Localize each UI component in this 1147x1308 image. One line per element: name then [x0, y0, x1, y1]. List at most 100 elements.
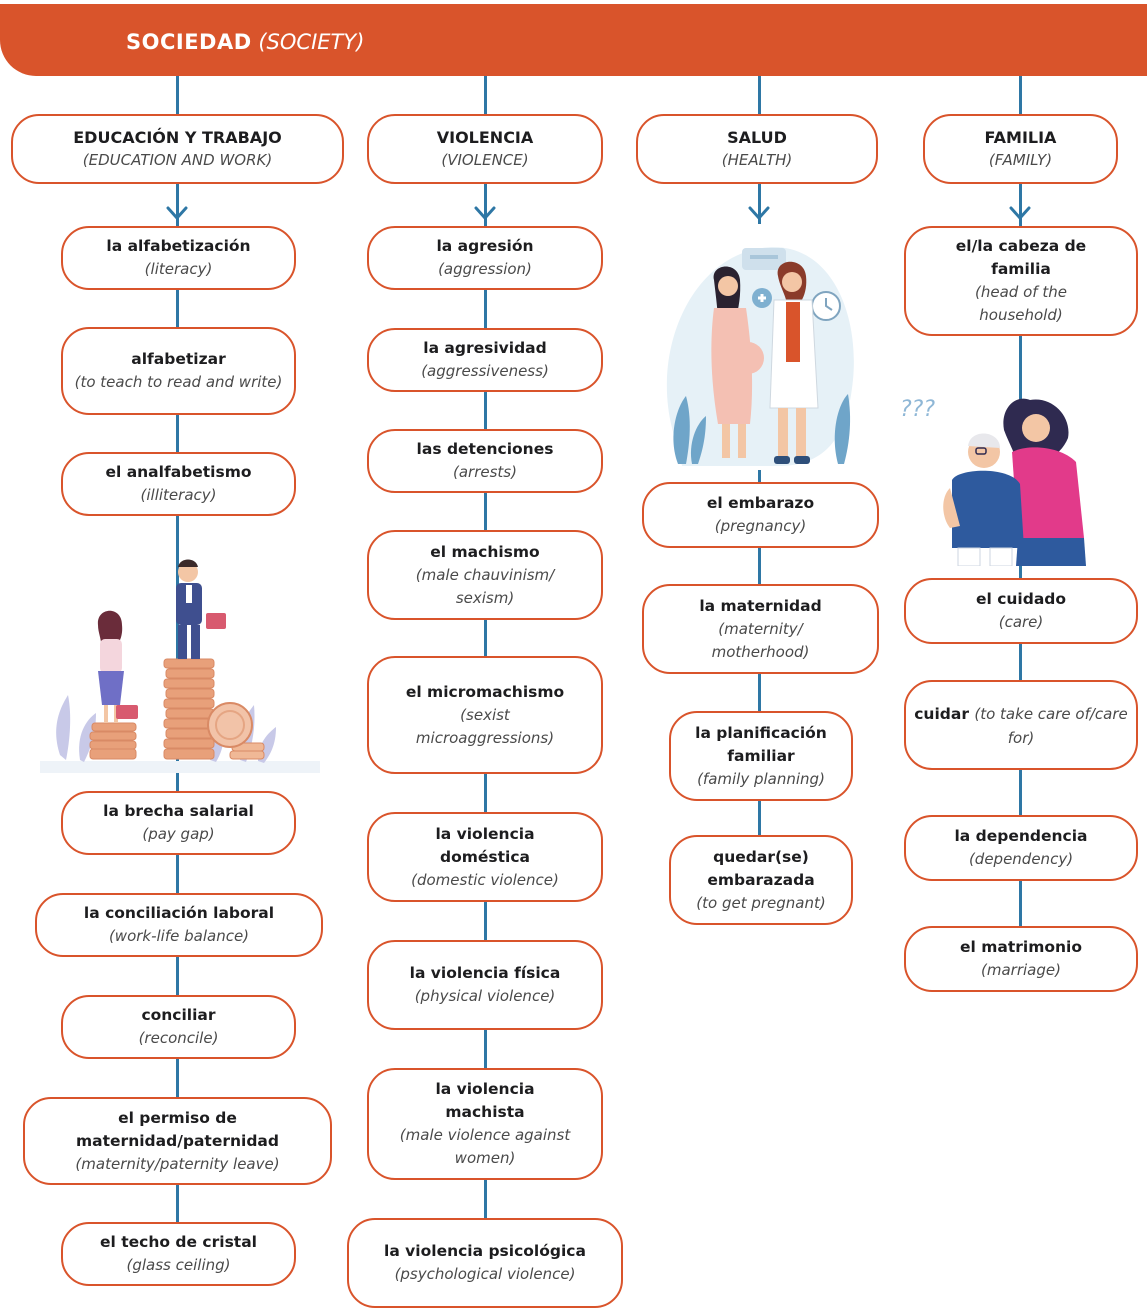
- connector-line: [484, 184, 487, 226]
- column-subtitle: (FAMILY): [988, 151, 1053, 169]
- term: el/la cabeza de familia: [955, 237, 1087, 278]
- term: la alfabetización: [106, 237, 251, 255]
- term: la violencia física: [409, 964, 561, 982]
- connector-line: [176, 290, 179, 990]
- column-header-health: SALUD (HEALTH): [636, 114, 878, 184]
- term: la maternidad: [699, 596, 822, 615]
- connector-line: [758, 184, 761, 224]
- term-card: cuidar (to take care of/care for): [904, 680, 1138, 770]
- column-subtitle: (VIOLENCE): [441, 151, 529, 169]
- term: la agresión: [436, 237, 534, 255]
- connector-line: [1019, 184, 1022, 226]
- gloss: (to teach to read and write): [74, 373, 283, 391]
- term: la violencia doméstica: [435, 824, 535, 866]
- term: el cuidado: [975, 590, 1067, 608]
- term: el permiso de maternidad/paternidad: [76, 1108, 279, 1150]
- term-card: el machismo (male chauvinism/ sexism): [367, 530, 603, 620]
- term-card: la conciliación laboral (work-life balan…: [35, 893, 323, 957]
- term-card: la violencia psicológica (psychological …: [347, 1218, 623, 1308]
- column-subtitle: (EDUCATION AND WORK): [82, 151, 273, 169]
- column-title: EDUCACIÓN Y TRABAJO: [73, 128, 282, 147]
- gloss: (head of the household): [975, 283, 1067, 324]
- column-title: VIOLENCIA: [436, 128, 534, 147]
- chevron-down-icon: [748, 206, 770, 221]
- term: la violencia psicológica: [384, 1242, 586, 1260]
- term-card: la dependencia (dependency): [904, 815, 1138, 881]
- term: quedar(se) embarazada: [707, 847, 815, 889]
- gloss: (aggressiveness): [421, 362, 549, 380]
- term-card: la agresión (aggression): [367, 226, 603, 290]
- gloss: (to take care of/care for): [974, 705, 1128, 747]
- term-card: el matrimonio (marriage): [904, 926, 1138, 992]
- gloss: (family planning): [697, 769, 825, 788]
- gloss: (sexist microaggressions): [415, 705, 555, 747]
- term-card: la alfabetización (literacy): [61, 226, 296, 290]
- term: el embarazo: [706, 494, 815, 512]
- chevron-down-icon: [1009, 206, 1031, 221]
- gloss: (pay gap): [142, 825, 215, 843]
- gloss: (to get pregnant): [696, 893, 826, 912]
- term: la conciliación laboral: [83, 904, 275, 922]
- term: el machismo: [430, 542, 540, 561]
- term-card: el analfabetismo (illiteracy): [61, 452, 296, 516]
- gloss: (male chauvinism/ sexism): [415, 565, 555, 607]
- connector-line: [758, 76, 761, 118]
- column-title: FAMILIA: [984, 128, 1057, 147]
- connector-line: [176, 184, 179, 226]
- gloss: (care): [998, 613, 1044, 631]
- column-header-violence: VIOLENCIA (VIOLENCE): [367, 114, 603, 184]
- gloss: (psychological violence): [394, 1265, 576, 1283]
- connector-line: [484, 76, 487, 118]
- gloss: (marriage): [981, 961, 1061, 979]
- term-card: la violencia física (physical violence): [367, 940, 603, 1030]
- pay-gap-illustration: [40, 559, 320, 773]
- term-card: el cuidado (care): [904, 578, 1138, 644]
- term-card: conciliar (reconcile): [61, 995, 296, 1059]
- term-card: la brecha salarial (pay gap): [61, 791, 296, 855]
- gloss: (reconcile): [138, 1029, 219, 1047]
- term: el matrimonio: [960, 938, 1082, 956]
- term: la planificación familiar: [695, 723, 827, 765]
- term-card: la violencia machista (male violence aga…: [367, 1068, 603, 1180]
- gloss: (domestic violence): [411, 870, 559, 889]
- term-card: la agresividad (aggressiveness): [367, 328, 603, 392]
- term-card: el permiso de maternidad/paternidad (mat…: [23, 1097, 332, 1185]
- health-illustration: [666, 247, 854, 466]
- term: la dependencia: [954, 827, 1088, 845]
- section-banner: SOCIEDAD (SOCIETY): [0, 4, 1147, 76]
- term: la agresividad: [423, 339, 547, 357]
- term: alfabetizar: [131, 350, 226, 368]
- banner-title-en: (SOCIETY): [258, 30, 365, 54]
- term: la brecha salarial: [103, 802, 254, 820]
- term: conciliar: [141, 1006, 216, 1024]
- term: el analfabetismo: [105, 463, 252, 481]
- term-card: el/la cabeza de familia (head of the hou…: [904, 226, 1138, 336]
- term-card: el micromachismo (sexist microaggression…: [367, 656, 603, 774]
- gloss: (literacy): [144, 260, 213, 278]
- connector-line: [758, 470, 761, 890]
- column-title: SALUD: [727, 128, 787, 147]
- banner-title-es: SOCIEDAD: [126, 30, 252, 54]
- banner-title: SOCIEDAD (SOCIETY): [126, 30, 364, 54]
- term-card: el techo de cristal (glass ceiling): [61, 1222, 296, 1286]
- gloss: (pregnancy): [714, 517, 807, 535]
- term: cuidar: [914, 705, 975, 723]
- gloss: (maternity/paternity leave): [75, 1154, 280, 1173]
- term-card: la maternidad (maternity/ motherhood): [642, 584, 879, 674]
- chevron-down-icon: [166, 206, 188, 221]
- column-header-education-work: EDUCACIÓN Y TRABAJO (EDUCATION AND WORK): [11, 114, 344, 184]
- gloss: (dependency): [968, 850, 1074, 868]
- gloss: (male violence against women): [399, 1126, 571, 1167]
- term: la violencia machista: [435, 1080, 535, 1121]
- gloss: (illiteracy): [140, 486, 217, 504]
- connector-line: [176, 76, 179, 118]
- term: el micromachismo: [405, 682, 565, 701]
- column-header-family: FAMILIA (FAMILY): [923, 114, 1118, 184]
- gloss: (aggression): [438, 260, 532, 278]
- term: las detenciones: [416, 440, 554, 458]
- chevron-down-icon: [474, 206, 496, 221]
- gloss: (maternity/ motherhood): [711, 619, 810, 661]
- connector-line: [1019, 76, 1022, 118]
- term-card: la violencia doméstica (domestic violenc…: [367, 812, 603, 902]
- family-care-illustration: ???: [900, 397, 1086, 566]
